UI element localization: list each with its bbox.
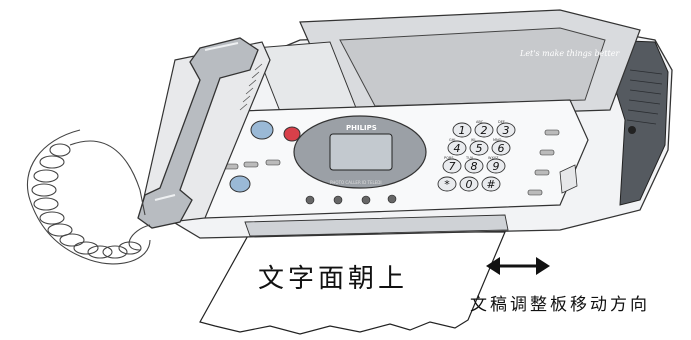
brand-logo: PHILIPS	[346, 124, 377, 132]
lcd-display	[329, 133, 393, 171]
keypad-key-label: 5	[476, 142, 483, 155]
function-button-3[interactable]	[265, 159, 281, 166]
keypad-key-label: #	[486, 178, 495, 191]
keypad-key-letters: JKL	[470, 138, 476, 142]
nav-button-2[interactable]	[333, 195, 343, 205]
keypad-key-letters: GHI	[449, 138, 455, 142]
keypad-key-5[interactable]	[469, 140, 489, 156]
guide-adjust-label: 文稿调整板移动方向	[470, 295, 650, 315]
nav-button-3[interactable]	[361, 195, 371, 205]
keypad-key-9[interactable]	[486, 158, 506, 174]
paper-sheet	[199, 231, 506, 335]
keypad-key-label: 7	[449, 160, 456, 173]
nav-button-4[interactable]	[387, 194, 397, 204]
side-key-2[interactable]	[539, 149, 555, 156]
keypad-key-letters: DEF	[498, 120, 505, 124]
keypad-key-2[interactable]	[474, 122, 494, 138]
double-arrow-icon	[486, 257, 550, 275]
keypad-key-4[interactable]	[447, 140, 467, 156]
keypad-key-0[interactable]	[459, 176, 479, 192]
slogan-text: Let's make things better	[519, 49, 620, 58]
handset[interactable]	[137, 37, 259, 229]
nav-button-1[interactable]	[305, 195, 315, 205]
keypad-key-label: 3	[503, 124, 510, 137]
paper-exit-slot	[244, 214, 509, 237]
side-key-4[interactable]	[527, 189, 543, 196]
keypad-key-letters: WXYZ	[488, 156, 499, 160]
keypad-key-label: 4	[454, 142, 461, 155]
keypad-key-letters: ABC	[476, 120, 484, 124]
handset-cord	[26, 129, 151, 265]
start-button[interactable]	[250, 120, 274, 140]
keypad-key-label: 0	[466, 178, 473, 191]
speaker-button[interactable]	[229, 175, 251, 193]
keypad-key-6[interactable]	[491, 140, 511, 156]
stop-button[interactable]	[283, 126, 301, 142]
keypad-key-label: 8	[471, 160, 478, 173]
keypad-key-8[interactable]	[464, 158, 484, 174]
side-tab	[559, 164, 578, 194]
keypad-key-3[interactable]	[496, 122, 516, 138]
keypad-key-star[interactable]	[437, 176, 457, 192]
keypad-key-letters: MNO	[493, 138, 502, 142]
paper-tray-window	[339, 27, 606, 107]
side-key-1[interactable]	[544, 129, 560, 136]
display-caption: PHOTO CALLER ID TELEDI	[330, 180, 382, 185]
paper-orientation-label: 文字面朝上	[258, 264, 409, 294]
function-button-2[interactable]	[243, 161, 259, 168]
power-jack	[628, 126, 636, 134]
keypad-key-label: 6	[498, 142, 505, 155]
keypad-key-1[interactable]	[452, 122, 472, 138]
keypad-key-letters: TUV	[465, 156, 474, 160]
keypad-key-letters: PQRS	[444, 156, 454, 160]
keypad-key-hash[interactable]	[481, 176, 501, 192]
side-key-3[interactable]	[534, 169, 550, 176]
keypad-key-label: *	[444, 178, 450, 191]
keypad-key-label: 2	[481, 124, 488, 137]
keypad-key-7[interactable]	[442, 158, 462, 174]
keypad-key-label: 1	[459, 124, 466, 137]
keypad-key-label: 9	[493, 160, 500, 173]
